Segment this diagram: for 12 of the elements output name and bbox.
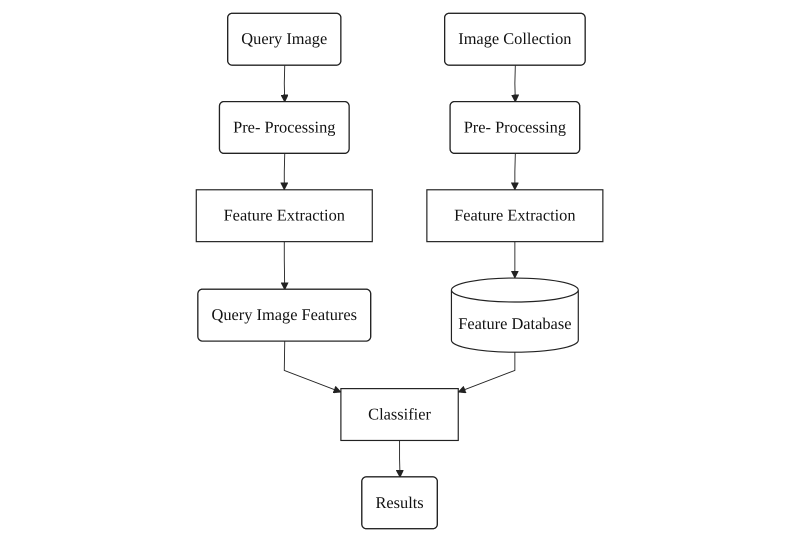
arrow	[396, 440, 404, 478]
arrow	[280, 153, 288, 190]
arrow	[284, 341, 342, 394]
arrow	[510, 153, 519, 190]
arrow	[511, 65, 520, 102]
arrow	[280, 241, 289, 290]
node-box: Classifier	[340, 388, 459, 442]
arrow	[458, 352, 516, 394]
node-box: Feature Extraction	[426, 189, 604, 242]
arrow	[510, 241, 519, 278]
node-box: Feature Extraction	[196, 189, 373, 242]
arrow	[280, 65, 288, 102]
